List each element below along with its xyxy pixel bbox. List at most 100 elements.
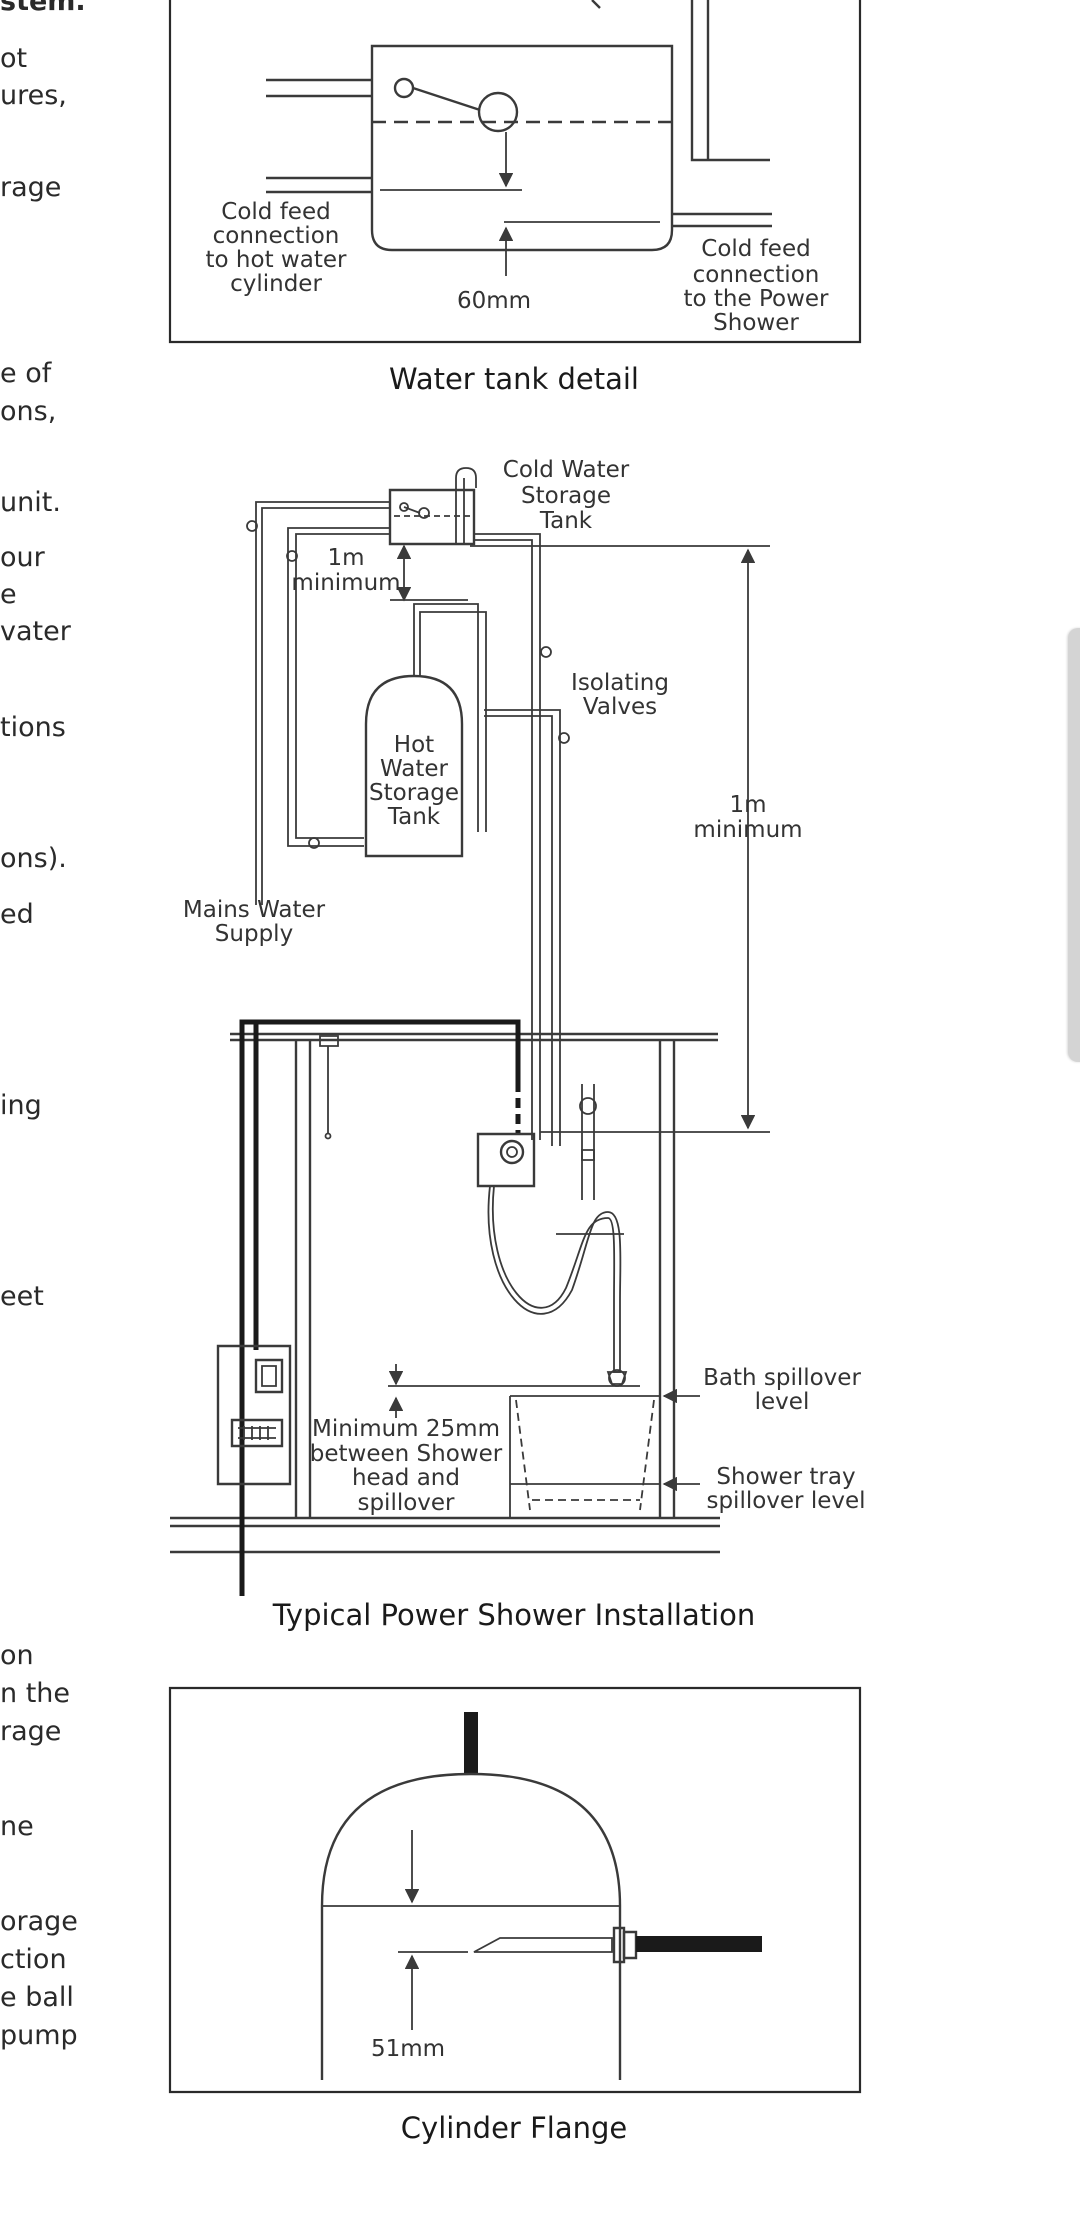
text-fragment: unit. [0, 487, 61, 518]
svg-text:Storage: Storage [369, 780, 459, 806]
valve-icon [286, 550, 298, 562]
svg-text:spillover: spillover [357, 1490, 455, 1516]
svg-text:Water: Water [380, 756, 449, 782]
text-fragment: e of [0, 358, 53, 389]
text-fragment: eet [0, 1281, 44, 1312]
svg-text:Valves: Valves [583, 694, 657, 720]
svg-text:spillover level: spillover level [706, 1488, 865, 1514]
hot-pipe [419, 611, 487, 832]
svg-text:between Shower: between Shower [310, 1441, 503, 1467]
breaker-panel [230, 1418, 284, 1448]
text-fragment: ed [0, 899, 34, 930]
text-fragment: ons). [0, 843, 67, 874]
flange-plate [612, 1926, 626, 1964]
text-fragment: ures, [0, 80, 67, 111]
svg-text:Mains Water: Mains Water [183, 897, 326, 923]
label-bath-spillover: Bath spillover level [703, 1365, 861, 1415]
svg-text:Cold feed: Cold feed [221, 199, 330, 225]
text-fragment: orage [0, 1906, 78, 1937]
label-1m-minimum-small: 1m minimum [291, 545, 400, 596]
dimension-51mm: 51mm [371, 2036, 445, 2062]
svg-text:to hot water: to hot water [206, 247, 347, 273]
mains-pipe [261, 507, 390, 905]
text-fragment: e [0, 579, 17, 610]
dimension-60mm: 60mm [457, 288, 531, 314]
svg-text:Shower: Shower [713, 310, 799, 336]
label-cold-water-tank: Cold Water Storage Tank [503, 457, 630, 534]
cylinder-body [320, 1772, 622, 2080]
pipe [591, 0, 601, 9]
label-1m-minimum-large: 1m minimum [693, 792, 802, 843]
cold-feed-pipe [287, 527, 390, 847]
caption-water-tank-detail: Water tank detail [389, 362, 639, 396]
text-fragment: ons, [0, 396, 56, 427]
valve-icon [540, 646, 552, 658]
svg-text:Cold feed: Cold feed [701, 236, 810, 262]
svg-text:head and: head and [352, 1465, 460, 1491]
svg-text:Tank: Tank [387, 804, 441, 830]
hot-pipe [413, 603, 479, 832]
shower-hose [487, 1185, 622, 1315]
hot-feed-to-shower [484, 715, 553, 1146]
electrical-cable [239, 1019, 521, 1596]
svg-text:Cold Water: Cold Water [503, 457, 630, 483]
rail-bracket [579, 1097, 597, 1115]
breaker-switches [238, 1426, 276, 1440]
float-valve [393, 77, 415, 99]
text-fragment: rage [0, 172, 61, 203]
float-valve [399, 502, 409, 512]
float-ball [418, 507, 430, 519]
control-knob [499, 1139, 525, 1165]
svg-text:Storage: Storage [521, 483, 611, 509]
svg-text:to the Power: to the Power [684, 286, 830, 312]
svg-text:1m: 1m [729, 792, 766, 818]
hot-feed-to-shower [484, 709, 561, 1146]
power-shower-installation-figure: Cold Water Storage Tank 1m minimum Isola… [170, 457, 866, 1632]
label-minimum-25mm: Minimum 25mm between Shower head and spi… [310, 1416, 503, 1516]
label-isolating-valves: Isolating Valves [571, 670, 669, 720]
valve-icon [558, 732, 570, 744]
water-tank-detail-figure: Cold feed connection to hot water cylind… [168, 0, 862, 396]
svg-text:Isolating: Isolating [571, 670, 669, 696]
label-hot-water-tank: Hot Water Storage Tank [369, 732, 459, 830]
isolator-switch [254, 1358, 284, 1394]
cold-feed-to-shower [474, 539, 533, 1140]
label-shower-tray-spillover: Shower tray spillover level [706, 1464, 865, 1514]
svg-text:Shower tray: Shower tray [716, 1464, 855, 1490]
svg-text:Tank: Tank [539, 508, 593, 534]
text-fragment: e ball [0, 1982, 74, 2013]
caption-cylinder-flange: Cylinder Flange [401, 2111, 627, 2145]
svg-text:minimum: minimum [693, 817, 802, 843]
pull-cord-end [324, 1132, 332, 1140]
isolator-switch-face [261, 1365, 277, 1387]
float-arm [412, 86, 481, 112]
scroll-handle[interactable] [1068, 628, 1080, 1062]
svg-text:Bath spillover: Bath spillover [703, 1365, 861, 1391]
label-cold-feed-cylinder: Cold feed connection to hot water cylind… [206, 199, 347, 297]
bath-inner [515, 1399, 655, 1511]
text-fragment: on [0, 1640, 34, 1671]
text-fragment: tions [0, 712, 66, 743]
cold-water-tank [388, 488, 476, 546]
consumer-unit [216, 1344, 292, 1486]
label-cold-feed-shower: Cold feed connection to the Power Shower [684, 236, 830, 336]
control-knob-center [506, 1146, 518, 1158]
pipe [690, 0, 770, 162]
text-fragment: vater [0, 616, 72, 647]
bath [509, 1395, 661, 1518]
figure-frame [168, 1686, 862, 2094]
svg-text:Hot: Hot [394, 732, 434, 758]
left-text-column: stem. ot ures, rage e of ons, unit. our … [0, 0, 86, 2051]
mains-pipe [255, 501, 390, 905]
svg-text:Supply: Supply [215, 921, 293, 947]
svg-text:level: level [755, 1389, 810, 1415]
figure-frame [168, 0, 862, 344]
vent-pipe [455, 467, 477, 544]
svg-text:cylinder: cylinder [230, 271, 322, 297]
outlet-pipe [636, 1936, 762, 1952]
text-fragment: n the [0, 1678, 70, 1709]
svg-text:minimum: minimum [291, 570, 400, 596]
svg-text:connection: connection [693, 262, 820, 288]
text-fragment: stem. [0, 0, 86, 17]
